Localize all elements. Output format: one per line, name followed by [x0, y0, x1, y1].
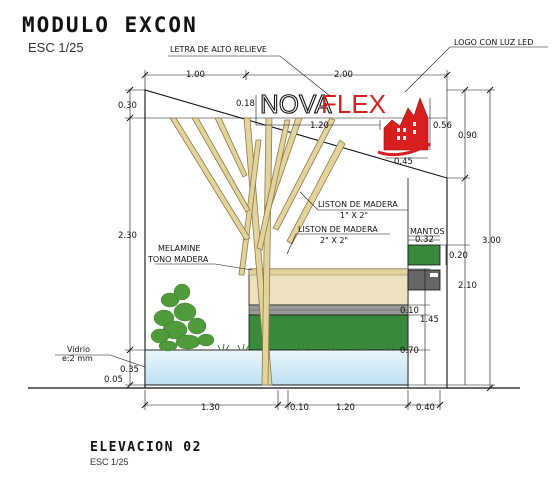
dim-right-210: 2.10	[458, 281, 477, 291]
label-liston-2-b: 2" X 2"	[320, 236, 348, 245]
brand-flex: FLEX	[321, 89, 386, 119]
brand-nova: NOVA	[260, 89, 332, 119]
label-tono-madera: TONO MADERA	[147, 255, 209, 264]
dim-018: 0.18	[236, 99, 255, 109]
elevation-scale: ESC 1/25	[90, 457, 129, 467]
label-liston-2-a: LISTON DE MADERA	[298, 225, 378, 234]
dim-120-top: 1.20	[310, 121, 329, 131]
manto-grass-sample	[407, 244, 441, 266]
label-liston-1-b: 1" X 2"	[340, 211, 368, 220]
dim-mantos-020: 0.20	[449, 251, 468, 261]
dim-bot-130: 1.30	[201, 403, 220, 413]
label-liston-1-a: LISTON DE MADERA	[318, 200, 398, 209]
dim-bot-040: 0.40	[416, 403, 435, 413]
dim-045: 0.45	[394, 157, 413, 167]
dim-right-090: 0.90	[458, 131, 477, 141]
label-melamine: MELAMINE	[158, 244, 200, 253]
dim-bot-010: 0.10	[290, 403, 309, 413]
glass-base	[144, 349, 409, 386]
dim-left-030: 0.30	[118, 101, 137, 111]
grass-panel	[248, 314, 409, 351]
elevation-title: ELEVACION 02	[90, 440, 202, 455]
label-vidrio: Vidrio	[67, 345, 90, 354]
dimension-lines	[125, 70, 495, 410]
led-logo-icon	[377, 97, 431, 157]
label-mantos: MANTOS	[410, 227, 445, 236]
manto-grey-mark	[430, 273, 438, 277]
label-logo-led: LOGO CON LUZ LED	[454, 38, 533, 47]
dim-right-300: 3.00	[482, 236, 501, 246]
dim-left-230: 2.30	[118, 231, 137, 241]
dim-bot-120: 1.20	[336, 403, 355, 413]
grass-tufts	[217, 343, 395, 351]
dim-right-145: 1.45	[420, 315, 439, 325]
leader-lines	[55, 46, 548, 368]
dim-left-035: 0.35	[120, 365, 139, 375]
label-letra-alto-relieve: LETRA DE ALTO RELIEVE	[170, 45, 267, 54]
dim-right-010: 0.10	[400, 306, 419, 316]
dim-056: 0.56	[433, 121, 452, 131]
dim-right-070: 0.70	[400, 346, 419, 356]
drawing-scale: ESC 1/25	[28, 40, 84, 55]
dim-left-005: 0.05	[104, 375, 123, 385]
dim-top-100: 1.00	[186, 70, 205, 80]
wooden-tree-battens	[169, 117, 346, 386]
melamine-top-edge	[248, 268, 409, 276]
plant	[150, 283, 215, 352]
dim-mantos-032: 0.32	[415, 235, 434, 245]
dimension-ticks	[126, 71, 494, 409]
dim-top-200: 2.00	[334, 70, 353, 80]
drawing-title: MODULO EXCON	[22, 13, 198, 37]
label-vidrio-espesor: e:2 mm	[62, 354, 93, 363]
